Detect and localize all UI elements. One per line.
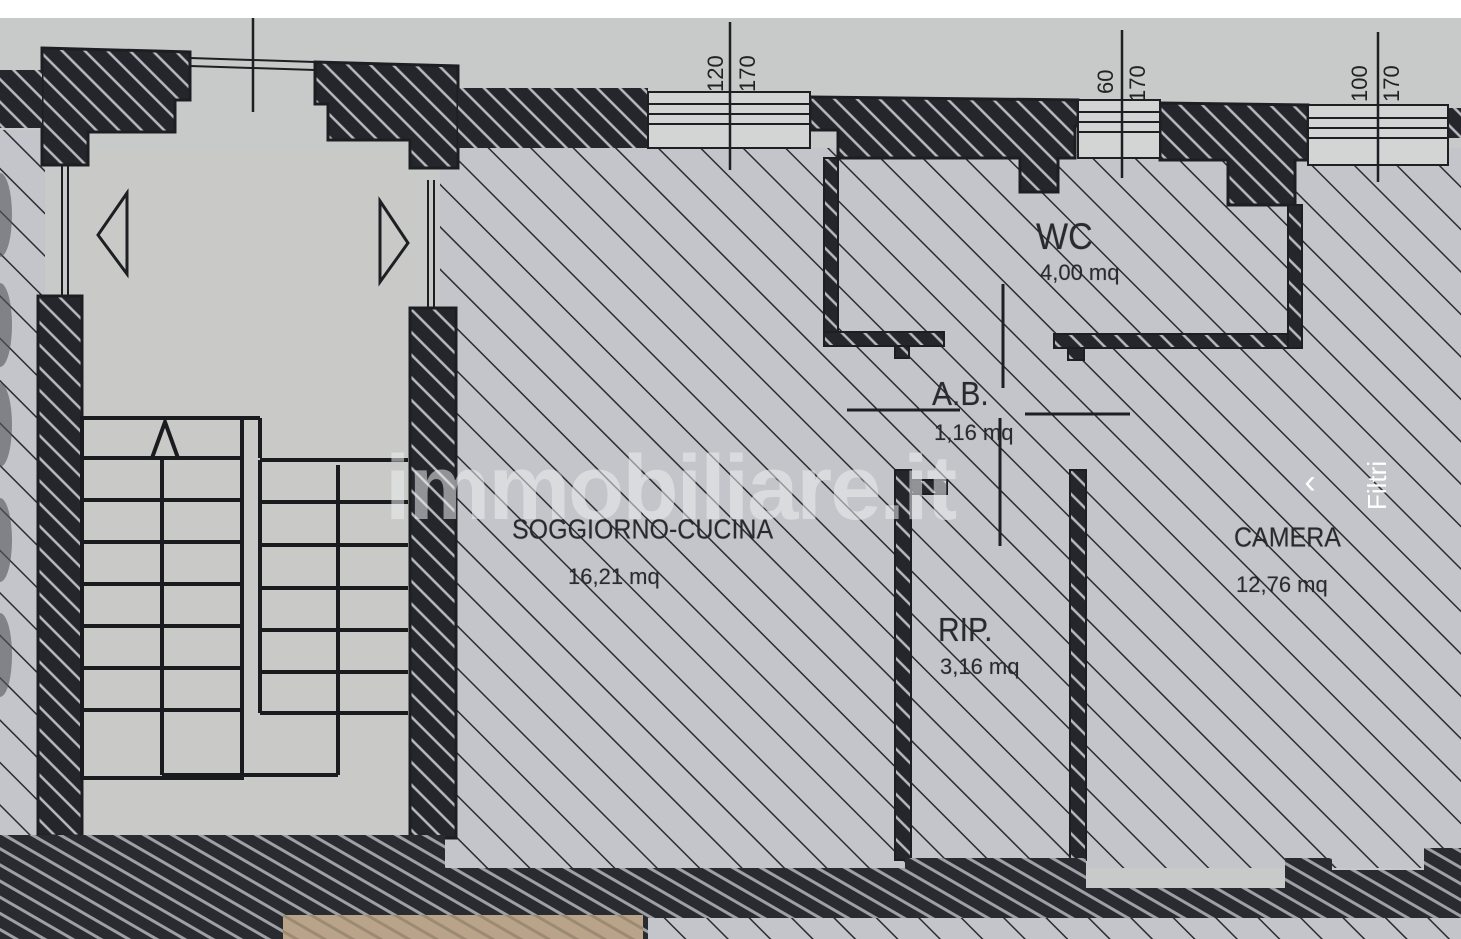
- window-height-label: 170: [735, 55, 760, 92]
- window-dim-3-height: 170: [1379, 65, 1404, 102]
- window-dim-2-height: 170: [1125, 65, 1150, 102]
- window-dim-1: 120: [703, 55, 728, 92]
- room-camera-name: CAMERA: [1234, 522, 1341, 554]
- back-button[interactable]: ‹: [1293, 462, 1327, 502]
- window-width-label: 100: [1347, 65, 1372, 102]
- window-dim-3: 100: [1347, 65, 1372, 102]
- chevron-left-icon: ‹: [1304, 463, 1316, 501]
- room-rip-name: RIP.: [938, 612, 993, 649]
- window-height-label: 170: [1379, 65, 1404, 102]
- room-soggiorno-cucina-name: SOGGIORNO-CUCINA: [512, 514, 774, 546]
- window-dim-2: 60: [1093, 69, 1118, 94]
- room-camera-area: 12,76 mq: [1236, 572, 1328, 597]
- filters-button[interactable]: Filtri: [1362, 460, 1392, 510]
- watermark-logo: immobiliare.it: [385, 437, 957, 539]
- floor-plan-drawing: [0, 18, 1461, 939]
- room-wc-area: 4,00 mq: [1040, 260, 1120, 285]
- window-dim-1-height: 170: [735, 55, 760, 92]
- room-rip-area: 3,16 mq: [940, 654, 1020, 679]
- window-width-label: 120: [703, 55, 728, 92]
- window-height-label: 170: [1125, 65, 1150, 102]
- room-ab-name: A.B.: [932, 376, 989, 413]
- room-soggiorno-cucina-area: 16,21 mq: [568, 564, 660, 589]
- room-wc-name: WC: [1036, 216, 1093, 258]
- floor-plan-image: 120 170 60 170 100 170 immobiliare.it SO…: [0, 18, 1461, 939]
- window-width-label: 60: [1093, 69, 1118, 94]
- room-ab-area: 1,16 mq: [934, 420, 1014, 445]
